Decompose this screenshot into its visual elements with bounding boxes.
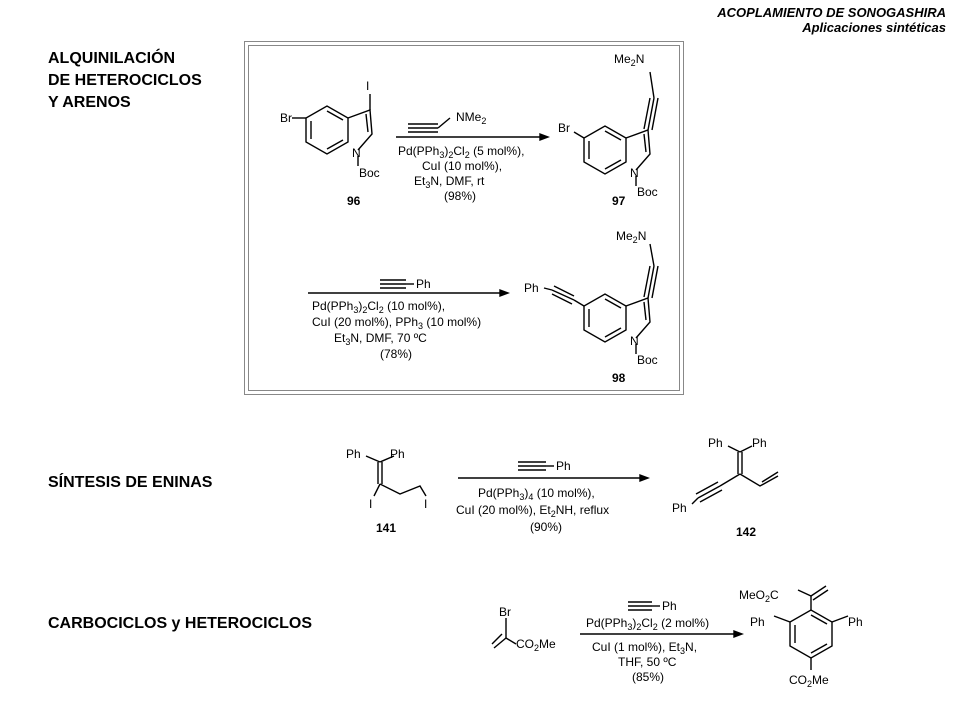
atom-n: N xyxy=(352,146,361,160)
conditions-2: Pd(PPh3)2Cl2 (10 mol%), CuI (20 mol%), P… xyxy=(312,299,481,361)
group-ph: Ph xyxy=(708,436,723,450)
condition-line: CuI (1 mol%), Et3N, xyxy=(592,640,697,656)
conditions-4: Pd(PPh3)2Cl2 (2 mol%) CuI (1 mol%), Et3N… xyxy=(586,616,709,684)
condition-line: Pd(PPh3)2Cl2 (10 mol%), xyxy=(312,299,445,315)
condition-line: Pd(PPh3)2Cl2 (2 mol%) xyxy=(586,616,709,632)
reaction-yield: (78%) xyxy=(380,347,412,361)
reaction-arrow-2 xyxy=(308,288,510,298)
conditions-3: Pd(PPh3)4 (10 mol%), CuI (20 mol%), Et2N… xyxy=(456,486,609,534)
reagent-phenylacetylene: Ph xyxy=(628,599,677,613)
atom-br: Br xyxy=(558,121,570,135)
section-carbociclos: CARBOCICLOS y HETEROCICLOS xyxy=(48,615,313,632)
section-alquinilacion: ALQUINILACIÓN DE HETEROCICLOS Y ARENOS xyxy=(48,48,202,114)
compound-label-142: 142 xyxy=(736,525,756,539)
reaction-yield: (90%) xyxy=(530,520,562,534)
compound-label-96: 96 xyxy=(347,194,361,208)
compound-97: Me2N Br N Boc 97 xyxy=(558,52,659,208)
reaction-arrow-1 xyxy=(396,132,550,142)
group-meo2c: MeO2C xyxy=(739,588,779,604)
slide-subtitle: Aplicaciones sintéticas xyxy=(802,20,946,35)
condition-line: THF, 50 ºC xyxy=(618,655,677,669)
atom-i: I xyxy=(424,497,427,511)
atom-n: N xyxy=(630,166,639,180)
compound-bromoacrylate: Br CO2Me xyxy=(491,605,556,653)
group-ph: Ph xyxy=(750,615,765,629)
reaction-yield: (85%) xyxy=(632,670,664,684)
atom-boc: Boc xyxy=(637,353,658,367)
atom-br: Br xyxy=(499,605,511,619)
condition-line: Pd(PPh3)4 (10 mol%), xyxy=(478,486,595,502)
reagent-phenylacetylene: Ph xyxy=(518,459,571,473)
group-ph: Ph xyxy=(752,436,767,450)
atom-i: I xyxy=(369,497,372,511)
atom-boc: Boc xyxy=(359,166,380,180)
reagent-phenylacetylene: Ph xyxy=(380,277,431,291)
group-ph: Ph xyxy=(346,447,361,461)
condition-line: Pd(PPh3)2Cl2 (5 mol%), xyxy=(398,144,524,160)
slide-title: ACOPLAMIENTO DE SONOGASHIRA xyxy=(717,5,946,20)
condition-line: CuI (10 mol%), xyxy=(422,159,502,173)
compound-terphenyl-product: MeO2C Ph Ph CO2Me xyxy=(739,585,863,689)
atom-boc: Boc xyxy=(637,185,658,199)
group-ph: Ph xyxy=(524,281,539,295)
reagent-propargylamine: NMe2 xyxy=(408,110,486,133)
atom-n: N xyxy=(630,334,639,348)
section-line: ALQUINILACIÓN xyxy=(48,50,176,67)
group-ph: Ph xyxy=(848,615,863,629)
reaction-frame xyxy=(244,41,684,395)
conditions-1: Pd(PPh3)2Cl2 (5 mol%), CuI (10 mol%), Et… xyxy=(398,144,524,203)
condition-line: Et3N, DMF, 70 ºC xyxy=(334,331,427,347)
compound-98: Me2N Ph N Boc 98 xyxy=(524,229,659,385)
group-ph: Ph xyxy=(672,501,687,515)
reaction-arrow-3 xyxy=(458,473,650,483)
atom-br: Br xyxy=(280,111,292,125)
compound-label-141: 141 xyxy=(376,521,396,535)
section-line: DE HETEROCICLOS xyxy=(48,72,202,89)
group-ph: Ph xyxy=(556,459,571,473)
condition-line: CuI (20 mol%), PPh3 (10 mol%) xyxy=(312,315,481,331)
reaction-yield: (98%) xyxy=(444,189,476,203)
condition-line: Et3N, DMF, rt xyxy=(414,174,485,190)
group-nme2: NMe2 xyxy=(456,110,486,126)
group-co2me: CO2Me xyxy=(516,637,556,653)
section-line: Y ARENOS xyxy=(48,94,131,111)
atom-i: I xyxy=(366,79,369,93)
group-co2me: CO2Me xyxy=(789,673,829,689)
reaction-arrow-4 xyxy=(580,629,744,639)
compound-142: Ph Ph Ph 142 xyxy=(672,436,779,539)
group-me2n: Me2N xyxy=(614,52,644,68)
condition-line: CuI (20 mol%), Et2NH, reflux xyxy=(456,503,609,519)
compound-label-98: 98 xyxy=(612,371,626,385)
group-ph: Ph xyxy=(662,599,677,613)
group-me2n: Me2N xyxy=(616,229,646,245)
group-ph: Ph xyxy=(390,447,405,461)
group-ph: Ph xyxy=(416,277,431,291)
compound-label-97: 97 xyxy=(612,194,626,208)
compound-141: Ph Ph I I 141 xyxy=(346,447,427,535)
section-eninas: SÍNTESIS DE ENINAS xyxy=(48,474,213,491)
compound-96: Br I N Boc 96 xyxy=(280,79,380,208)
